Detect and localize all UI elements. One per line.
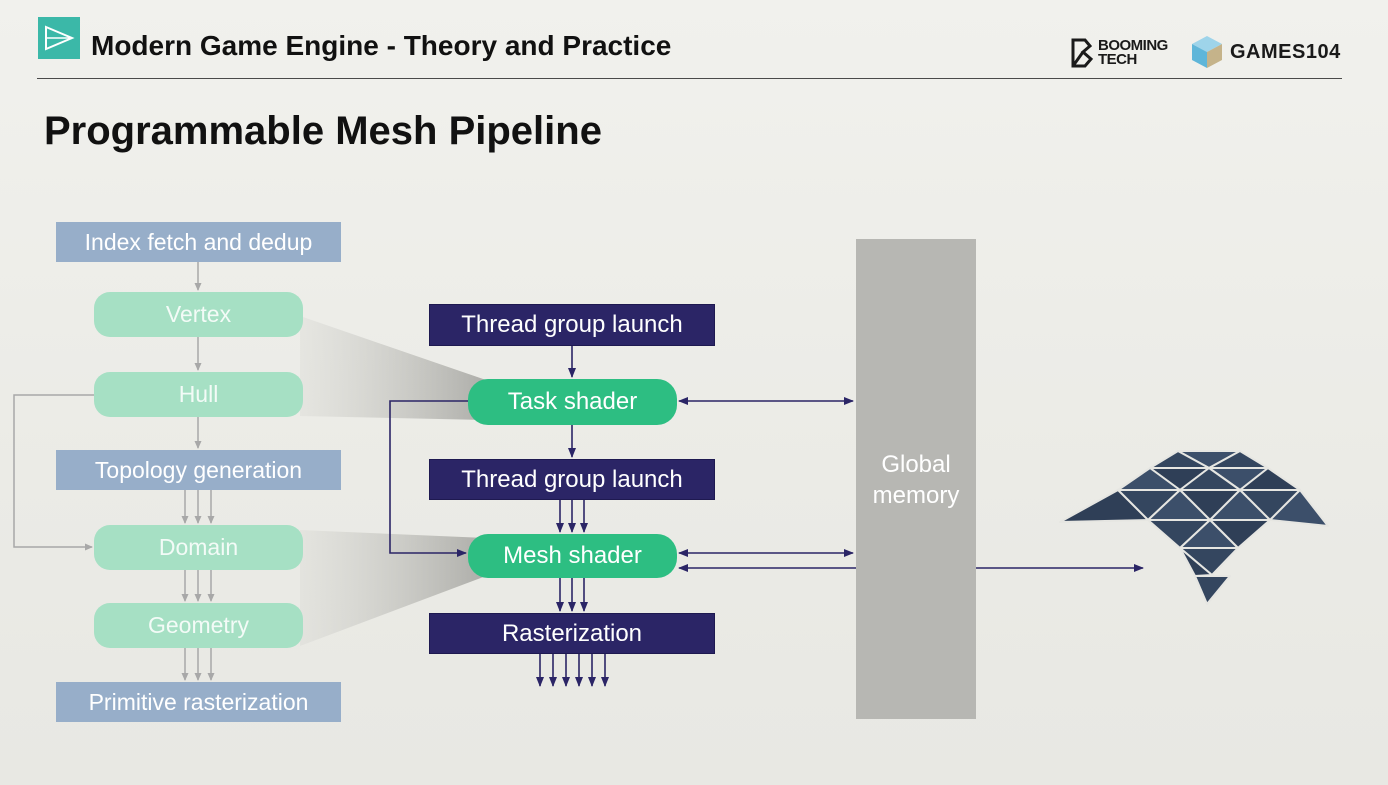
booming-word: BOOMING — [1098, 37, 1168, 54]
global-memory-label-line1: Global — [881, 451, 951, 478]
course-logo — [38, 17, 80, 59]
booming-tech-logo: BOOMING TECH — [1070, 36, 1168, 70]
booming-tech-icon — [1071, 38, 1094, 68]
triangle-mesh-illustration — [1059, 450, 1329, 605]
task-shader-highlight-fan — [300, 316, 486, 420]
global-memory-label-line2: memory — [872, 482, 960, 509]
primitive-rasterization-stage: Primitive rasterization — [56, 682, 341, 722]
arrow-task-to-mesh-bypass — [389, 400, 468, 557]
arrow-hull-to-domain-bypass — [13, 394, 95, 551]
slide-title: Programmable Mesh Pipeline — [44, 109, 602, 153]
mesh-shader-highlight-fan — [300, 530, 486, 646]
rasterization-stage: Rasterization — [429, 613, 715, 654]
header-divider — [37, 78, 1342, 79]
index-fetch-stage: Index fetch and dedup — [56, 222, 341, 262]
global-memory-block: Global memory — [856, 239, 976, 719]
thread-group-launch-mesh: Thread group launch — [429, 459, 715, 500]
thread-group-launch-task: Thread group launch — [429, 304, 715, 346]
games104-cube-icon — [1192, 36, 1222, 68]
games104-logo: GAMES104 — [1190, 34, 1341, 70]
task-shader-stage: Task shader — [468, 379, 677, 425]
mesh-shader-stage: Mesh shader — [468, 534, 677, 578]
tech-word: TECH — [1098, 51, 1137, 68]
vertex-stage: Vertex — [94, 292, 303, 337]
course-title: Modern Game Engine - Theory and Practice — [91, 30, 672, 61]
topology-generation-stage: Topology generation — [56, 450, 341, 490]
games104-wordmark: GAMES104 — [1230, 40, 1341, 63]
hull-stage: Hull — [94, 372, 303, 417]
domain-stage: Domain — [94, 525, 303, 570]
geometry-stage: Geometry — [94, 603, 303, 648]
